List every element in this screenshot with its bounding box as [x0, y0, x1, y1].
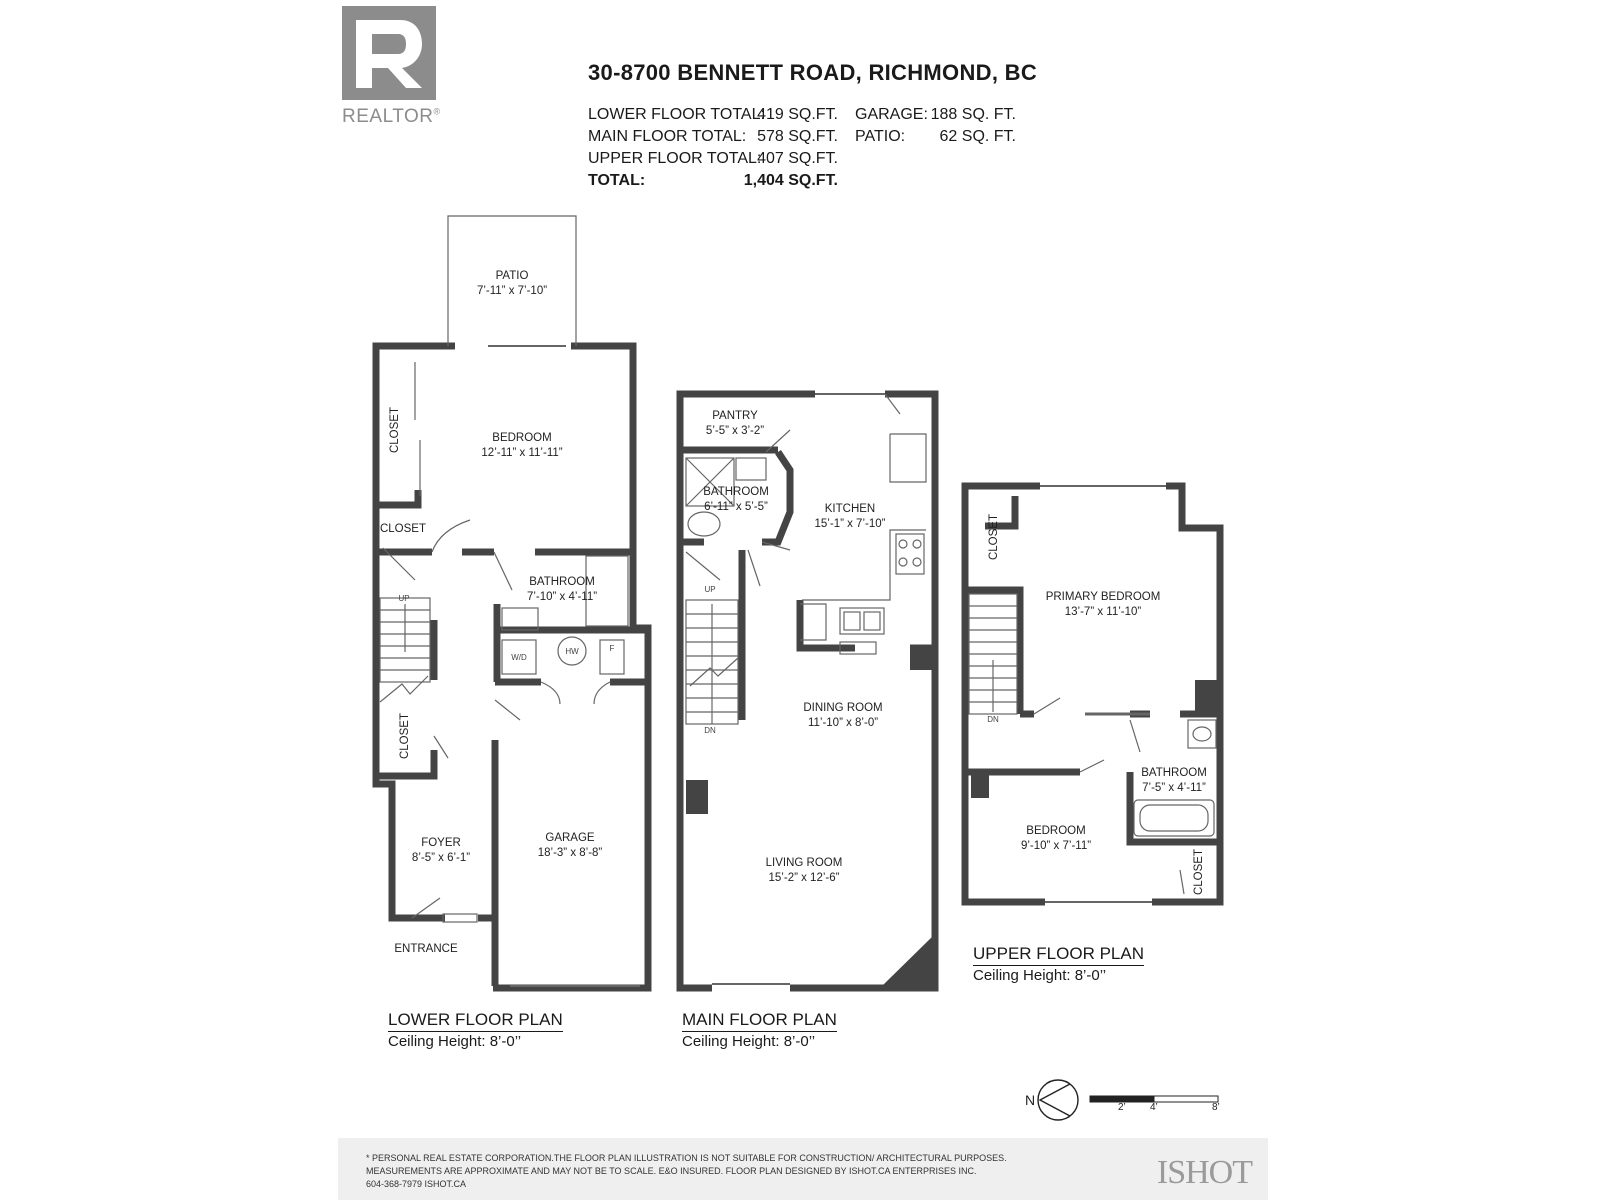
lower-bedroom-name: BEDROOM — [492, 432, 551, 444]
upper-bedroom-name: BEDROOM — [1026, 825, 1085, 837]
main-pantry-dims: 5’-5” x 3’-2” — [706, 425, 764, 437]
main-floor-ceiling: Ceiling Height: 8’-0’’ — [682, 1033, 816, 1050]
kitchen-name: KITCHEN — [825, 503, 875, 515]
upper-floor-plan-title: UPPER FLOOR PLAN Ceiling Height: 8’-0’’ — [973, 944, 1144, 984]
primary-bedroom-name: PRIMARY BEDROOM — [1046, 591, 1161, 603]
main-floor-total-label: MAIN FLOOR TOTAL: — [588, 128, 747, 145]
dining-room-name: DINING ROOM — [803, 702, 882, 714]
lower-foyer-name: FOYER — [421, 837, 461, 849]
lower-entrance-label: ENTRANCE — [394, 943, 458, 955]
main-stairs-up-label: UP — [704, 585, 715, 594]
main-bathroom-name: BATHROOM — [703, 486, 769, 498]
lower-closet-b-label: CLOSET — [380, 523, 426, 535]
lower-floor-plan-title: LOWER FLOOR PLAN Ceiling Height: 8’-0’’ — [388, 1010, 563, 1050]
lower-bathroom-name: BATHROOM — [529, 576, 595, 588]
main-bathroom-dims: 6’-11” x 5’-5” — [704, 501, 768, 513]
compass-icon — [1037, 1079, 1079, 1121]
washer-dryer-label: W/D — [511, 653, 527, 662]
upper-bedroom-dims: 9’-10” x 7’-11” — [1021, 840, 1091, 852]
upper-stairs-down-label: DN — [987, 715, 999, 724]
lower-floor-total-label: LOWER FLOOR TOTAL: — [588, 106, 765, 123]
total-label: TOTAL: — [588, 172, 646, 189]
lower-closet-a-label: CLOSET — [389, 407, 401, 453]
ishot-logo: ISHOT — [1156, 1154, 1253, 1191]
upper-floor-ceiling: Ceiling Height: 8’-0’’ — [973, 967, 1107, 984]
living-room-dims: 15’-2” x 12’-6” — [769, 872, 840, 884]
main-floor-walls — [676, 390, 939, 992]
main-stairs-down-label: DN — [704, 726, 716, 735]
patio-area-label: PATIO: — [855, 128, 906, 145]
garage-area-value: 188 SQ. FT. — [930, 106, 1016, 123]
patio-area-value: 62 SQ. FT. — [939, 128, 1016, 145]
disclaimer-line-2: MEASUREMENTS ARE APPROXIMATE AND MAY NOT… — [366, 1166, 977, 1176]
lower-floor-ceiling: Ceiling Height: 8’-0’’ — [388, 1033, 522, 1050]
scale-bar — [1089, 1095, 1219, 1103]
upper-floor-total-value: 407 SQ.FT. — [757, 150, 838, 167]
kitchen-dims: 15’-1” x 7’-10” — [815, 518, 886, 530]
garage-area-label: GARAGE: — [855, 106, 928, 123]
lower-patio-dims: 7’-11” x 7’-10” — [477, 285, 547, 297]
upper-floor-total-label: UPPER FLOOR TOTAL: — [588, 150, 762, 167]
compass-north-label: N — [1025, 1092, 1036, 1108]
primary-bedroom-dims: 13’-7” x 11’-10” — [1065, 606, 1142, 618]
footer-disclaimer: * PERSONAL REAL ESTATE CORPORATION.THE F… — [338, 1138, 1268, 1200]
upper-bathroom-dims: 7’-5” x 4’-11” — [1142, 782, 1206, 794]
scale-tick-8: 8’ — [1212, 1102, 1220, 1113]
lower-bedroom-dims: 12’-11” x 11’-11” — [481, 447, 562, 459]
upper-closet-b-label: CLOSET — [1193, 849, 1205, 895]
upper-bathroom-name: BATHROOM — [1141, 767, 1207, 779]
scale-tick-4: 4’ — [1150, 1102, 1158, 1113]
main-pantry-name: PANTRY — [712, 410, 758, 422]
upper-closet-a-label: CLOSET — [988, 514, 1000, 560]
lower-garage-dims: 18’-3” x 8’-8” — [538, 847, 603, 859]
lower-bathroom-dims: 7’-10” x 4’-11” — [527, 591, 597, 603]
main-floor-total-value: 578 SQ.FT. — [757, 128, 838, 145]
realtor-r-icon — [342, 6, 436, 100]
lower-closet-c-label: CLOSET — [399, 713, 411, 759]
scale-tick-2: 2’ — [1118, 1102, 1126, 1113]
patio-outline — [447, 215, 577, 346]
disclaimer-line-3: 604-368-7979 ISHOT.CA — [366, 1179, 467, 1189]
upper-floor-walls — [961, 482, 1224, 906]
hot-water-label: HW — [565, 647, 579, 656]
realtor-wordmark: REALTOR® — [342, 106, 441, 127]
lower-stairs-up-label: UP — [398, 594, 409, 603]
living-room-name: LIVING ROOM — [766, 857, 843, 869]
lower-floor-total-value: 419 SQ.FT. — [757, 106, 838, 123]
disclaimer-line-1: * PERSONAL REAL ESTATE CORPORATION.THE F… — [366, 1153, 1007, 1163]
dining-room-dims: 11’-10” x 8’-0” — [808, 717, 878, 729]
lower-garage-name: GARAGE — [545, 832, 595, 844]
realtor-logo: REALTOR® — [342, 6, 460, 127]
main-floor-plan-title: MAIN FLOOR PLAN Ceiling Height: 8’-0’’ — [682, 1010, 837, 1050]
total-value: 1,404 SQ.FT. — [743, 172, 838, 189]
property-address: 30-8700 BENNETT ROAD, RICHMOND, BC — [588, 60, 1038, 85]
lower-foyer-dims: 8’-5” x 6’-1” — [412, 852, 470, 864]
lower-patio-name: PATIO — [496, 270, 529, 282]
furnace-label: F — [610, 644, 615, 653]
lower-floor-walls — [372, 342, 652, 992]
